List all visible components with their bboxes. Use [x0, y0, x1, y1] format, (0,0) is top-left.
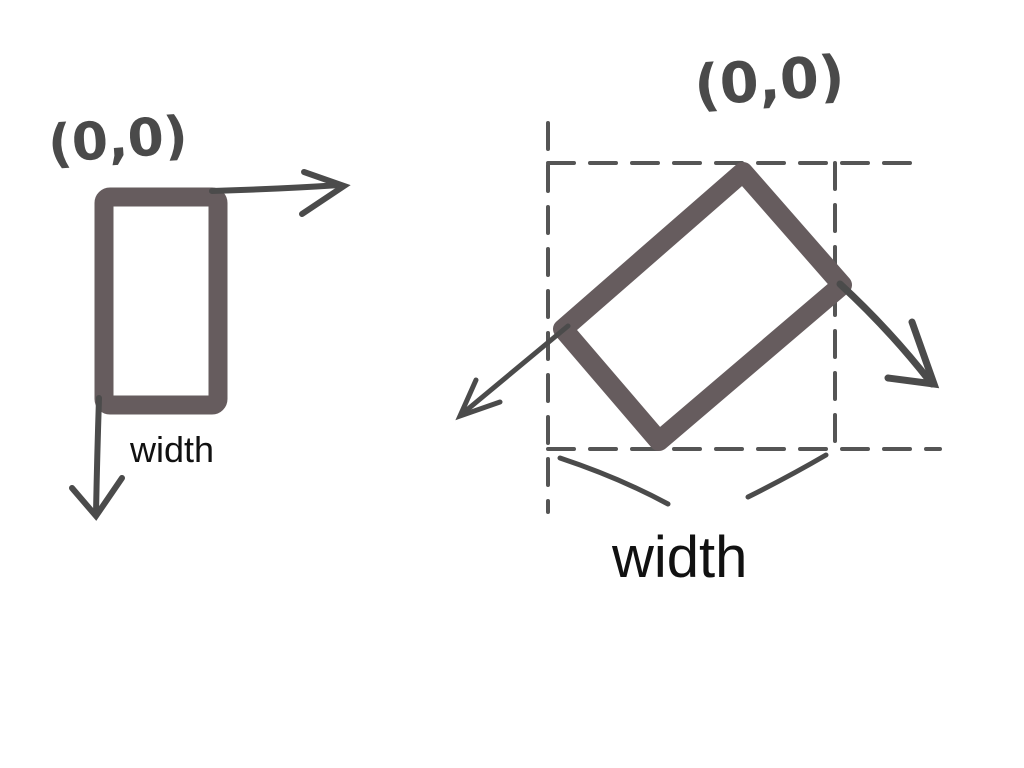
- left-width-label: width: [129, 429, 214, 470]
- left-origin-label: (0,0): [46, 106, 190, 176]
- rotated-x-axis-arrow: [836, 280, 940, 389]
- left-rectangle: [94, 187, 228, 415]
- left-y-axis-arrow: [69, 395, 125, 521]
- left-diagram: (0,0) width: [46, 106, 351, 521]
- right-origin-label: (0,0): [692, 44, 847, 119]
- rotated-y-axis-arrow: [455, 323, 571, 421]
- right-diagram: (0,0) width: [455, 44, 942, 590]
- width-brace: [557, 452, 829, 507]
- rotated-rectangle: [553, 162, 852, 451]
- right-width-label: width: [611, 525, 747, 590]
- bounding-box-dashed: [546, 121, 942, 514]
- left-x-axis-arrow: [209, 169, 351, 217]
